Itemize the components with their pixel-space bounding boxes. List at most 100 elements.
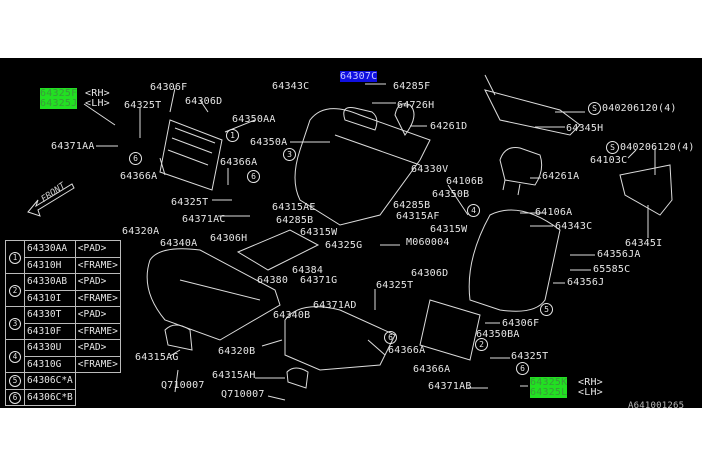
callout-3[interactable]: 3 (283, 148, 296, 161)
part-desc: <PAD> (74, 273, 121, 291)
armrest-outline (236, 229, 320, 271)
figure-number: A641001265 (628, 401, 685, 411)
part-label[interactable]: 64343C (555, 221, 593, 232)
frame-64345i-outline (619, 164, 673, 216)
part-label-highlighted[interactable]: 64325K (530, 377, 568, 388)
callout-4[interactable]: 4 (467, 204, 480, 217)
part-number[interactable]: 64306C*A (24, 372, 76, 390)
part-label[interactable]: 64285B (393, 200, 431, 211)
part-label[interactable]: 64315W (430, 224, 468, 235)
part-label[interactable]: 64371AA (51, 141, 95, 152)
part-label[interactable]: 040206120(4) (602, 103, 677, 114)
callout-6[interactable]: 6 (247, 170, 260, 183)
seat-cushion-a-outline (146, 248, 281, 341)
frame-64345h-outline (484, 74, 581, 136)
part-label[interactable]: 64103C (590, 155, 628, 166)
part-number[interactable]: 64330AB (24, 273, 76, 291)
part-label[interactable]: 64315W (300, 227, 338, 238)
part-label[interactable]: 64356JA (597, 249, 641, 260)
part-label[interactable]: 64350A (250, 137, 288, 148)
part-label[interactable]: 64325T (376, 280, 414, 291)
part-label[interactable]: 64350B (432, 189, 470, 200)
part-label[interactable]: 64343C (272, 81, 310, 92)
callout-5: 5 (9, 375, 21, 388)
part-desc: <PAD> (74, 306, 121, 324)
part-desc: <FRAME> (74, 355, 121, 373)
part-label[interactable]: M060004 (406, 237, 450, 248)
part-label[interactable]: 64366A (388, 345, 426, 356)
part-label[interactable]: 64726H (397, 100, 435, 111)
part-label[interactable]: 64350AA (232, 114, 276, 125)
part-number[interactable]: 64330U (24, 339, 76, 357)
part-label[interactable]: 64325G (325, 240, 363, 251)
part-label-highlighted[interactable]: 64325L (530, 387, 568, 398)
callout-2[interactable]: 2 (475, 338, 488, 351)
part-label-highlighted[interactable]: 64325F (40, 88, 78, 99)
part-label[interactable]: 64106A (535, 207, 573, 218)
part-label[interactable]: 64371AD (313, 300, 357, 311)
part-label[interactable]: 64306D (185, 96, 223, 107)
part-label[interactable]: 64306D (411, 268, 449, 279)
callout-4: 4 (9, 350, 21, 363)
part-number[interactable]: 64306C*B (24, 388, 76, 406)
part-label[interactable]: 64306F (150, 82, 188, 93)
part-number[interactable]: 64310H (24, 256, 76, 274)
part-label[interactable]: 64366A (220, 157, 258, 168)
part-label[interactable]: 64366A (120, 171, 158, 182)
part-label[interactable]: 64345H (566, 123, 604, 134)
part-label[interactable]: 64380 (257, 275, 289, 286)
part-label[interactable]: 64330V (411, 164, 449, 175)
part-label[interactable]: 64315AH (212, 370, 256, 381)
part-label[interactable]: 64261D (430, 121, 468, 132)
part-label[interactable]: 64345I (625, 238, 663, 249)
part-number[interactable]: 64310I (24, 289, 76, 307)
part-label[interactable]: 64320B (218, 346, 256, 357)
part-label[interactable]: 64366A (413, 364, 451, 375)
part-label[interactable]: 64371AC (182, 214, 226, 225)
part-desc: <FRAME> (74, 256, 121, 274)
part-number[interactable]: 64330T (24, 306, 76, 324)
part-label[interactable]: 64315AE (272, 202, 316, 213)
part-label[interactable]: Q710007 (161, 380, 205, 391)
headrest-d-outline (343, 103, 415, 136)
part-label[interactable]: 64325T (511, 351, 549, 362)
part-label[interactable]: 64315AG (135, 352, 179, 363)
headrest-a-outline (499, 147, 543, 196)
part-label[interactable]: 64371G (300, 275, 338, 286)
part-label[interactable]: 64261A (542, 171, 580, 182)
callout-1[interactable]: 1 (226, 129, 239, 142)
part-label[interactable]: 040206120(4) (620, 142, 695, 153)
part-label[interactable]: 64306H (210, 233, 248, 244)
part-label-highlighted[interactable]: 64325J (40, 98, 78, 109)
part-label[interactable]: 64325T (171, 197, 209, 208)
part-label[interactable]: 64315AF (396, 211, 440, 222)
part-label[interactable]: 64384 (292, 265, 324, 276)
part-label[interactable]: 64356J (567, 277, 605, 288)
part-label[interactable]: 64285B (276, 215, 314, 226)
callout-6[interactable]: 6 (516, 362, 529, 375)
part-label[interactable]: 64320A (122, 226, 160, 237)
seat-cushion-b-outline (284, 306, 396, 371)
callout-3: 3 (9, 317, 21, 330)
callout-6[interactable]: 6 (129, 152, 142, 165)
callout-6[interactable]: 6 (384, 331, 397, 344)
part-label[interactable]: 65585C (593, 264, 631, 275)
part-desc: <PAD> (74, 339, 121, 357)
part-label[interactable]: 64106B (446, 176, 484, 187)
part-label[interactable]: 64371AB (428, 381, 472, 392)
part-label[interactable]: Q710007 (221, 389, 265, 400)
part-label[interactable]: 64306F (502, 318, 540, 329)
callout-5[interactable]: 5 (540, 303, 553, 316)
part-number[interactable]: 64310F (24, 322, 76, 340)
part-label[interactable]: 64340B (273, 310, 311, 321)
part-label[interactable]: 64350BA (476, 329, 520, 340)
part-label[interactable]: 64325T (124, 100, 162, 111)
part-label[interactable]: 64340A (160, 238, 198, 249)
part-label-selected[interactable]: 64307C (340, 71, 378, 82)
part-label[interactable]: 64285F (393, 81, 431, 92)
side-label: <RH> (578, 377, 603, 388)
part-number[interactable]: 64310G (24, 355, 76, 373)
part-number[interactable]: 64330AA (24, 240, 76, 258)
